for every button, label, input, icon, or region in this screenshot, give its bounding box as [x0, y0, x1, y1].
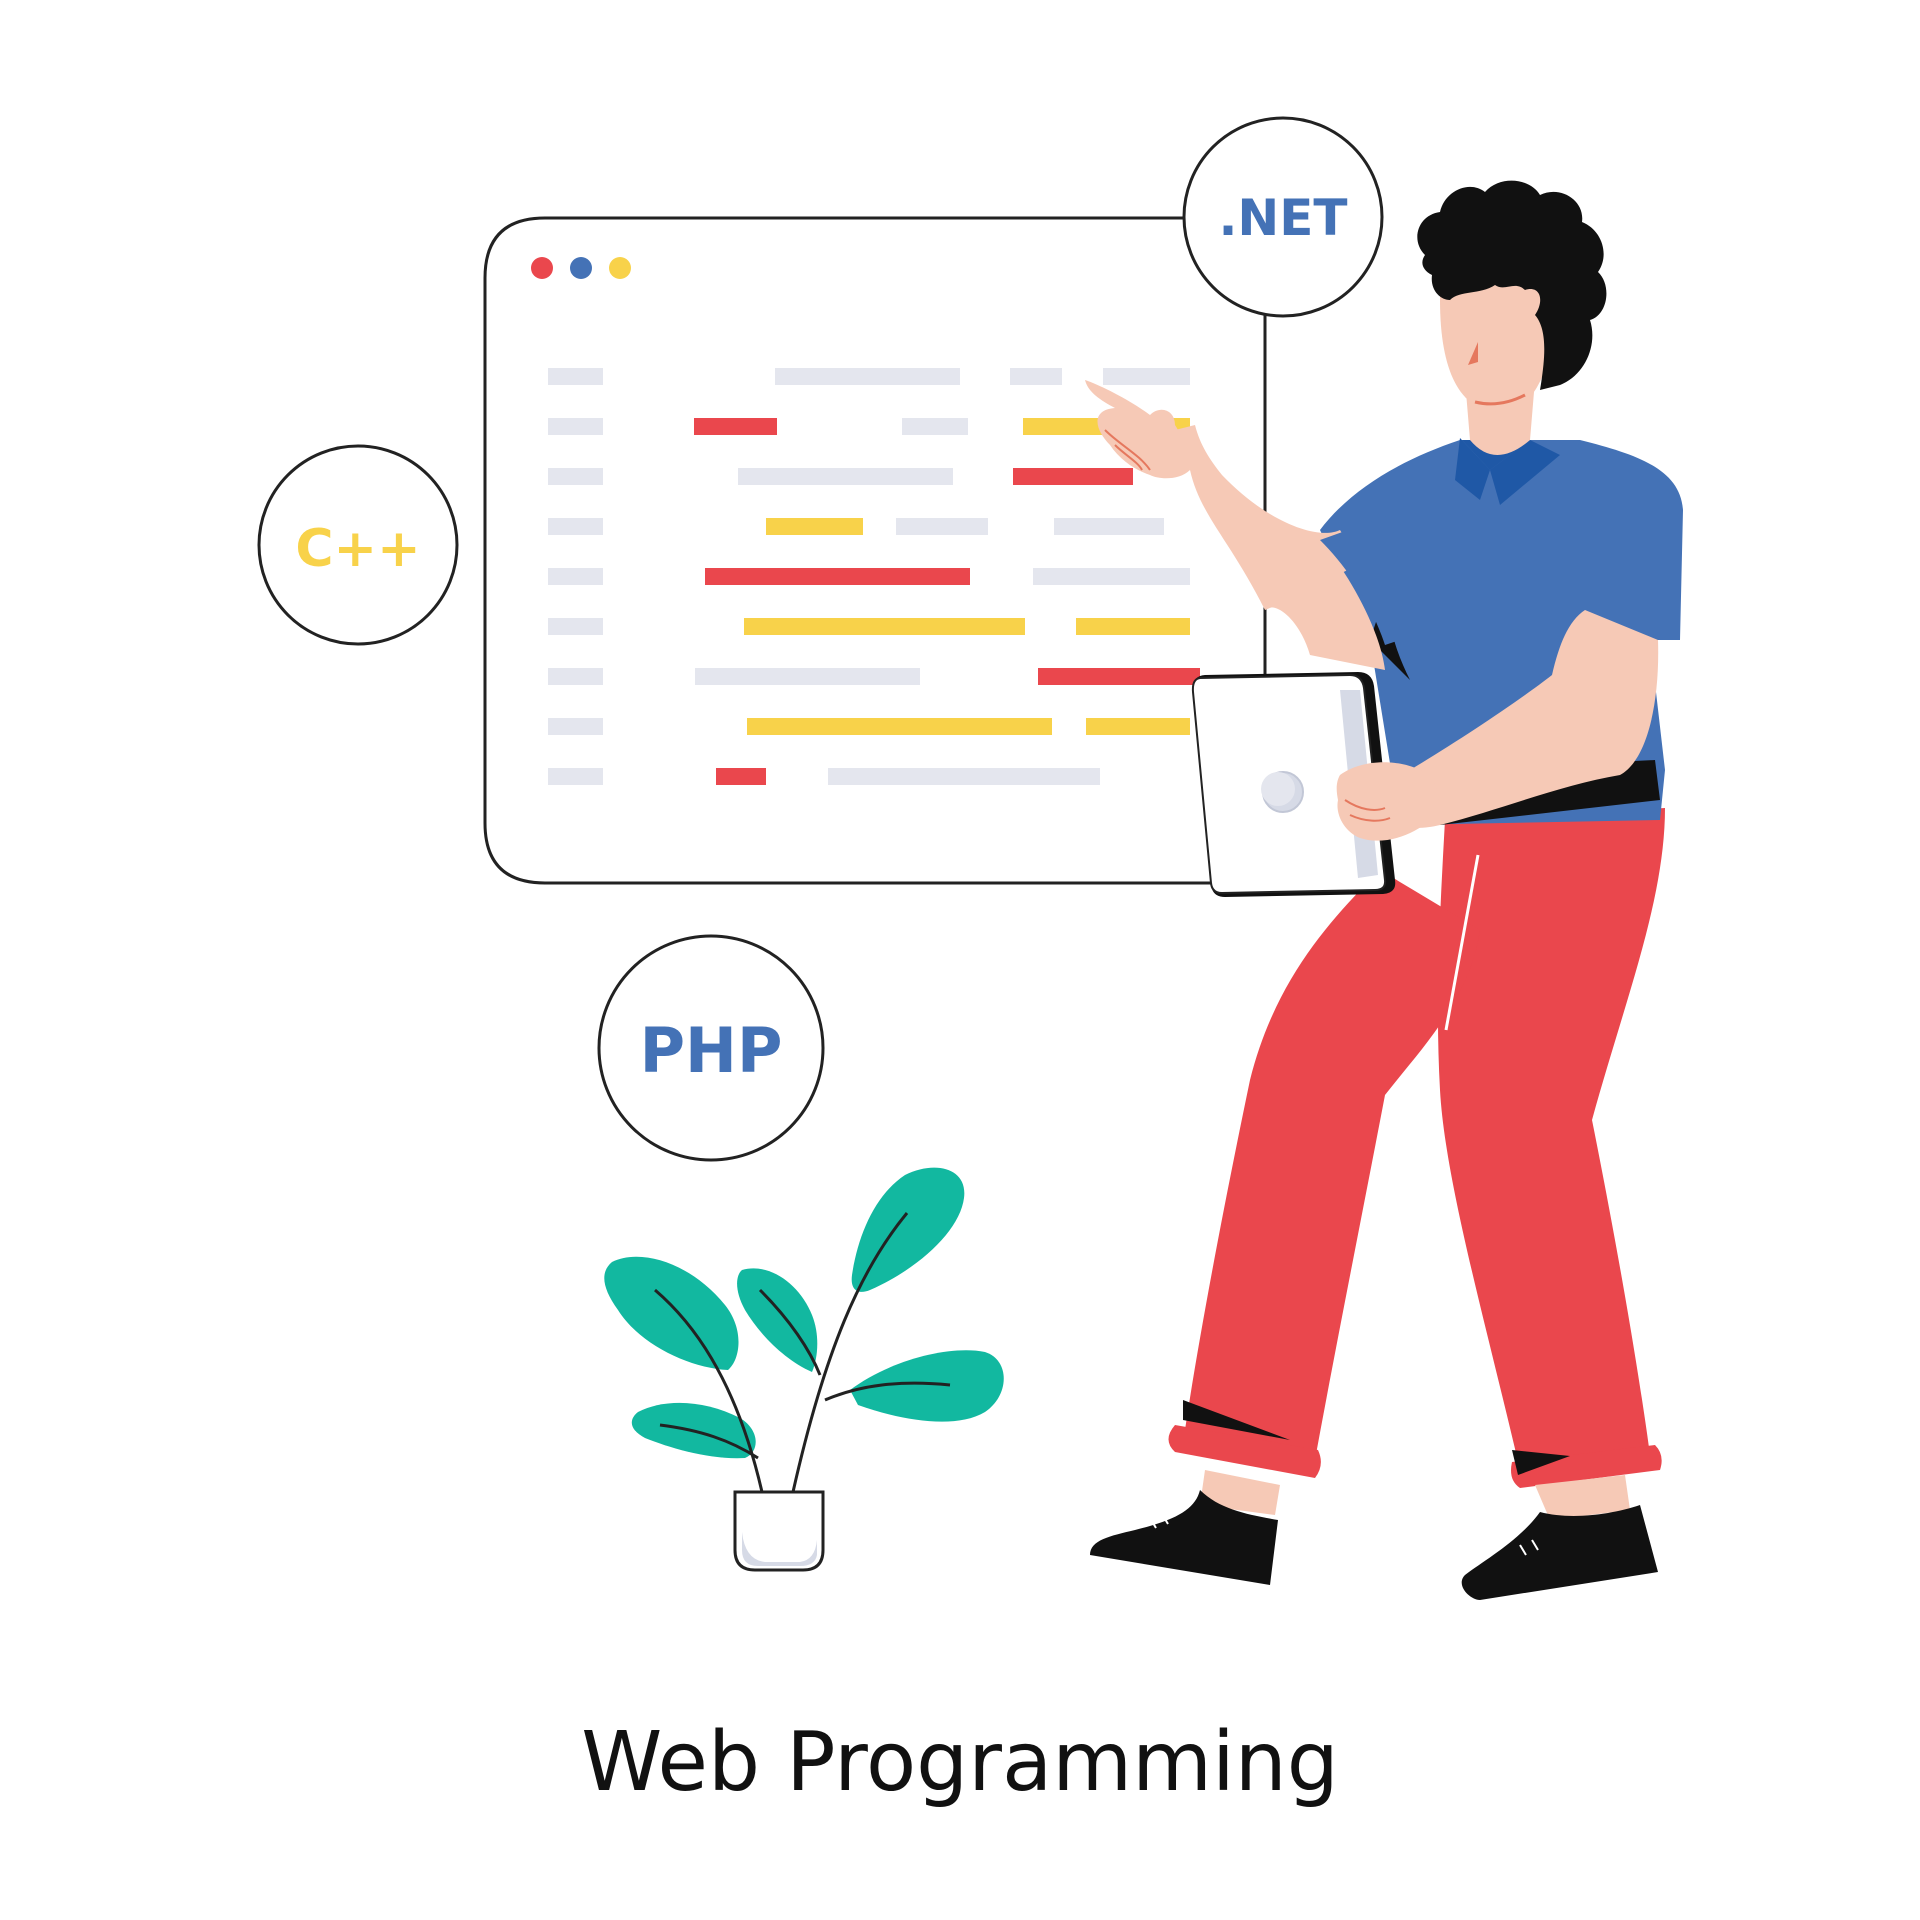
line-number [548, 668, 603, 685]
code-token [716, 768, 766, 785]
plant-icon [604, 1167, 1004, 1572]
dotnet-badge: .NET [1182, 116, 1384, 318]
line-number [548, 618, 603, 635]
code-token [705, 568, 970, 585]
code-token [828, 768, 1100, 785]
person-illustration [1085, 180, 1683, 1600]
line-number [548, 368, 603, 385]
window-dot-blue [570, 257, 592, 279]
code-token [1033, 568, 1190, 585]
code-window [483, 216, 1267, 885]
code-lines [548, 368, 1200, 785]
code-token [744, 618, 1025, 635]
code-token [1086, 718, 1190, 735]
dotnet-label: .NET [1218, 189, 1347, 247]
window-dot-yellow [609, 257, 631, 279]
window-dot-red [531, 257, 553, 279]
code-token [775, 368, 960, 385]
line-number [548, 518, 603, 535]
cpp-badge: C++ [257, 444, 459, 646]
line-number [548, 568, 603, 585]
code-token [1038, 668, 1200, 685]
cpp-label: C++ [295, 519, 420, 579]
code-token [747, 718, 1052, 735]
code-token [902, 418, 968, 435]
line-number [548, 418, 603, 435]
code-token [738, 468, 953, 485]
code-token [694, 418, 777, 435]
illustration-caption: Web Programming [581, 1715, 1339, 1810]
php-badge: PHP [597, 934, 825, 1162]
line-number [548, 768, 603, 785]
php-label: PHP [640, 1014, 783, 1087]
line-number [548, 468, 603, 485]
code-token [1054, 518, 1164, 535]
code-token [1013, 468, 1133, 485]
line-number [548, 718, 603, 735]
code-token [766, 518, 863, 535]
code-token [1076, 618, 1190, 635]
code-token [1103, 368, 1190, 385]
code-token [695, 668, 920, 685]
code-token [896, 518, 988, 535]
code-token [1010, 368, 1062, 385]
